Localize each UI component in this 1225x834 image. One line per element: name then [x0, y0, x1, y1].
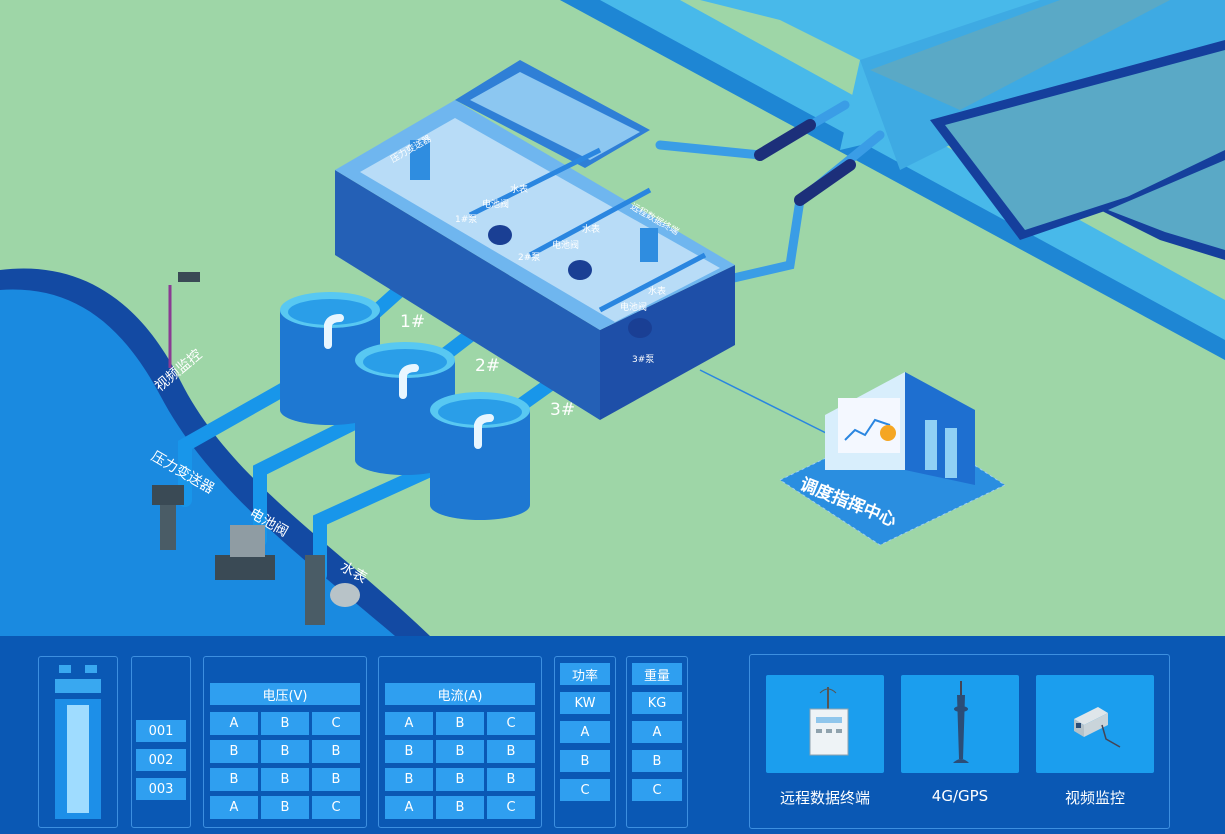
antenna-tower-icon	[953, 681, 969, 763]
data-link	[699, 369, 841, 441]
current-cell: B	[385, 740, 433, 763]
device-id-1[interactable]: 001	[136, 720, 186, 742]
voltage-cell: B	[261, 740, 309, 763]
remote-terminal-card[interactable]	[766, 675, 884, 773]
voltage-cell: C	[312, 796, 360, 819]
meter-label-2: 水表	[582, 225, 601, 235]
current-cell: B	[436, 712, 484, 735]
tank-label-2: 2#	[475, 356, 501, 376]
weight-value-c: C	[632, 779, 682, 801]
gps-card[interactable]	[901, 675, 1019, 773]
power-value-a: A	[560, 721, 610, 743]
voltage-cell: B	[312, 740, 360, 763]
tank-label-3: 3#	[550, 400, 576, 420]
voltage-cell: A	[210, 796, 258, 819]
video-caption: 视频监控	[1064, 789, 1125, 807]
voltage-cell: B	[261, 768, 309, 791]
current-cell: C	[487, 712, 535, 735]
power-unit: KW	[560, 692, 610, 714]
device-id-3[interactable]: 003	[136, 778, 186, 800]
battery-box	[38, 656, 118, 828]
tank-label-1: 1#	[400, 312, 426, 332]
current-title: 电流(A)	[385, 683, 535, 705]
tanks	[280, 292, 530, 520]
shore-devices	[152, 272, 360, 625]
video-card[interactable]	[1036, 675, 1154, 773]
voltage-cell: B	[312, 768, 360, 791]
weight-unit: KG	[632, 692, 682, 714]
current-cell: B	[436, 796, 484, 819]
remote-terminal-caption: 远程数据终端	[779, 789, 870, 807]
voltage-cell: B	[210, 740, 258, 763]
camera-icon	[1074, 707, 1121, 748]
control-center	[778, 372, 1007, 546]
pump-label-2: 2#泵	[518, 253, 541, 263]
device-id-box: 001 002 003	[131, 656, 191, 828]
voltage-cell: A	[210, 712, 258, 735]
meter-label-3: 水表	[648, 287, 667, 297]
outlet-pipes	[655, 100, 885, 285]
voltage-cell: B	[210, 768, 258, 791]
weight-title: 重量	[632, 663, 682, 685]
weight-value-b: B	[632, 750, 682, 772]
pump-building	[335, 60, 735, 420]
current-cell: A	[385, 796, 433, 819]
current-cell: C	[487, 796, 535, 819]
weight-column: 重量 KG A B C	[626, 656, 688, 828]
current-cell: B	[487, 740, 535, 763]
current-cell: B	[436, 740, 484, 763]
valve-label-2: 电池阀	[552, 241, 580, 251]
device-id-2[interactable]: 002	[136, 749, 186, 771]
current-cell: B	[487, 768, 535, 791]
voltage-cell: C	[312, 712, 360, 735]
meter-label-1: 水表	[510, 185, 529, 195]
pump-label-1: 1#泵	[455, 215, 478, 225]
gps-caption: 4G/GPS	[931, 787, 989, 805]
weight-value-a: A	[632, 721, 682, 743]
device-group: 远程数据终端 4G/GPS 视频监控	[749, 654, 1170, 829]
power-title: 功率	[560, 663, 610, 685]
voltage-cell: B	[261, 712, 309, 735]
scene-illustration	[0, 0, 1225, 636]
current-cell: B	[385, 768, 433, 791]
remote-terminal-icon	[809, 687, 849, 756]
road-network	[560, 0, 1225, 360]
voltage-title: 电压(V)	[210, 683, 360, 705]
power-value-b: B	[560, 750, 610, 772]
battery-icon	[55, 699, 101, 819]
voltage-cell: B	[261, 796, 309, 819]
current-cell: A	[385, 712, 433, 735]
valve-label-3: 电池阀	[620, 303, 648, 313]
pump-label-3: 3#泵	[632, 355, 655, 365]
current-cell: B	[436, 768, 484, 791]
power-value-c: C	[560, 779, 610, 801]
scene: 压力变送器 远程数据终端 水表 电池阀 1#泵 水表 电池阀 2#泵 水表 电池…	[0, 0, 1225, 636]
valve-label-1: 电池阀	[482, 200, 510, 210]
power-column: 功率 KW A B C	[554, 656, 616, 828]
